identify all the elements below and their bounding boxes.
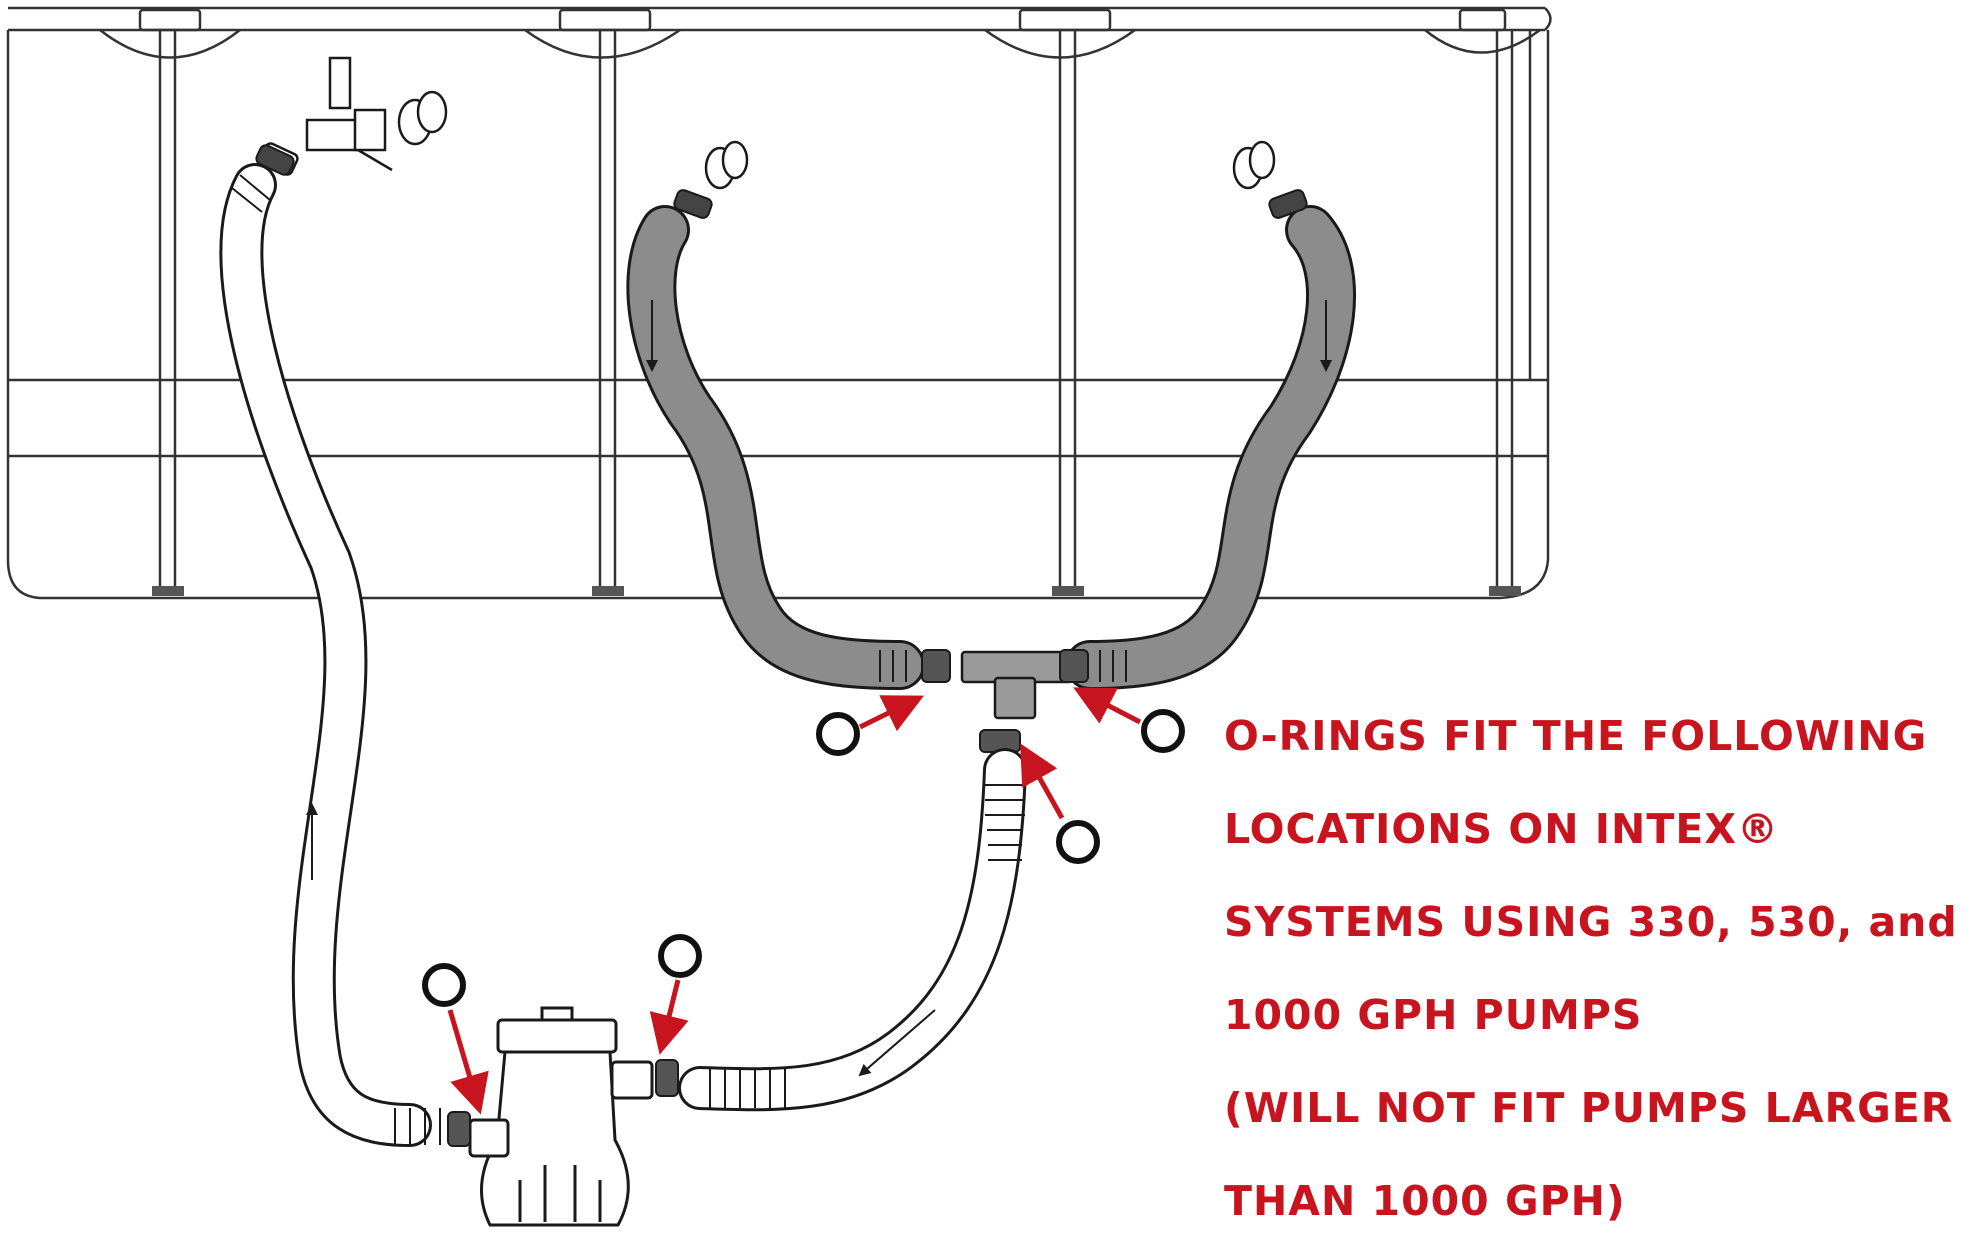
flow-arrow-left <box>858 1009 936 1077</box>
leg <box>158 30 177 590</box>
pump-clamps <box>447 1059 679 1147</box>
o-ring-icon <box>1141 709 1185 753</box>
o-ring-icon <box>422 963 466 1007</box>
rail-joint <box>1458 8 1507 32</box>
red-arrow <box>858 695 924 732</box>
leg <box>1058 30 1077 590</box>
caption-line-6: THAN 1000 GPH) <box>1224 1177 1626 1225</box>
return-fittings <box>704 140 1276 190</box>
scallop <box>524 28 681 59</box>
pump-inlet <box>468 1118 510 1158</box>
return-hose-right <box>1065 205 1357 690</box>
leg <box>598 30 617 590</box>
o-ring-fit-caption: O-RINGS FIT THE FOLLOWING LOCATIONS ON I… <box>1224 690 1980 1248</box>
pump-outlet <box>610 1060 654 1100</box>
o-ring-icon <box>816 712 860 756</box>
caption-line-3: SYSTEMS USING 330, 530, and <box>1224 898 1958 946</box>
caption-line-1: O-RINGS FIT THE FOLLOWING <box>1224 712 1928 760</box>
scallop <box>99 29 241 59</box>
rail-joint <box>138 8 202 32</box>
red-arrow <box>1073 687 1142 725</box>
red-arrows <box>447 687 1142 1115</box>
leg <box>1495 30 1514 590</box>
intake-hose <box>219 163 432 1147</box>
skimmer-fittings <box>259 56 448 176</box>
pump-body <box>480 1050 630 1227</box>
caption-line-4: 1000 GPH PUMPS <box>1224 991 1643 1039</box>
pool-wall <box>6 30 1550 600</box>
hose-clamps-top <box>255 144 1308 219</box>
rail-joint <box>558 8 652 32</box>
rail-joint <box>1018 8 1112 32</box>
o-ring-markers <box>422 709 1185 1007</box>
pump-lid <box>496 1018 618 1054</box>
leg-feet <box>152 586 1521 596</box>
top-rail <box>8 6 1545 32</box>
o-ring-icon <box>658 934 702 978</box>
filter-pump <box>468 1006 654 1227</box>
return-hose-left <box>626 205 925 690</box>
red-arrow <box>1020 743 1065 820</box>
scallop <box>1424 28 1541 54</box>
red-arrow <box>447 1009 489 1115</box>
caption-line-2: LOCATIONS ON INTEX® <box>1224 805 1779 853</box>
o-ring-icon <box>1056 820 1100 864</box>
tee-connector <box>960 650 1074 720</box>
red-arrow <box>649 979 689 1055</box>
top-rail-end <box>1544 7 1552 31</box>
hose-corrugations <box>394 650 1127 1145</box>
caption-line-5: (WILL NOT FIT PUMPS LARGER <box>1224 1084 1954 1132</box>
pump-return-hose <box>678 748 1027 1112</box>
